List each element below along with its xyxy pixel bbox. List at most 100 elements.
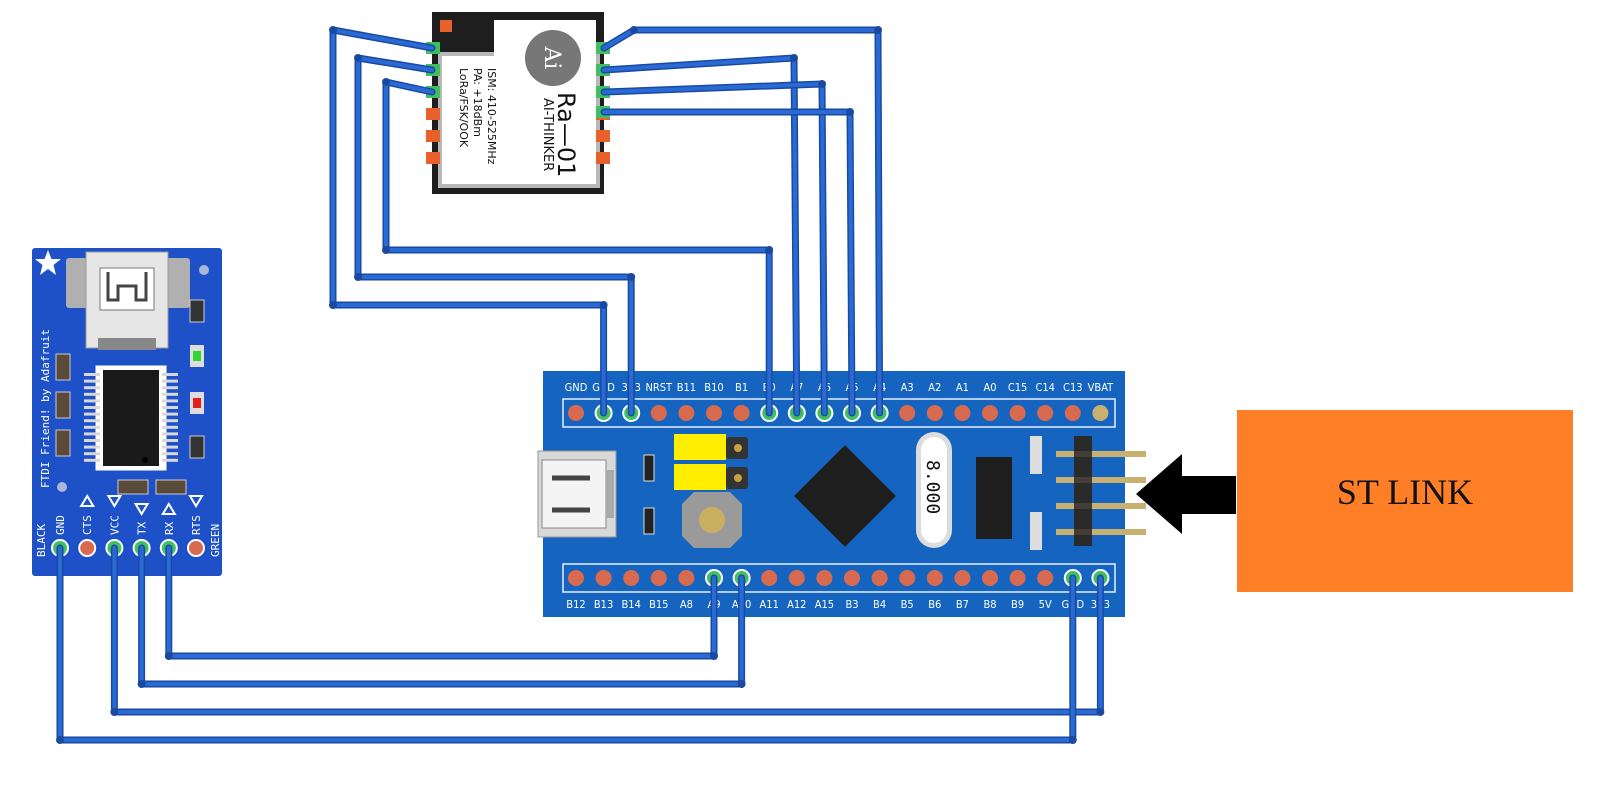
bluepill-bottom-label-b12: B12 (566, 598, 585, 611)
bluepill-bottom-label-b7: B7 (956, 598, 969, 611)
bluepill-bottom-pin-b12 (568, 570, 584, 586)
boot-jumpers (674, 434, 748, 490)
bluepill-bottom-pin-a11 (761, 570, 778, 586)
wires (56, 26, 1105, 744)
bluepill-bottom-label-b3: B3 (845, 598, 858, 611)
ftdi-pin-label-rts: RTS (190, 515, 203, 535)
bluepill-top-pin-c13 (1064, 405, 1081, 421)
ftdi-pin-cts (78, 539, 97, 557)
lora-left-pad (426, 152, 440, 164)
wire-bend-point (382, 78, 390, 86)
ftdi-pin-label-vcc: VCC (108, 515, 121, 535)
bluepill-top-label-a1: A1 (956, 381, 969, 394)
st-link-box: ST LINK (1237, 410, 1573, 592)
lora-ra01-module: Ai Ra—01 AI-THINKER ISM: 410-525MHz PA: … (426, 12, 610, 194)
wire-bend-point (137, 680, 146, 688)
bluepill-bottom-pin-b14 (623, 570, 640, 586)
bluepill-top-pin-b10 (706, 405, 722, 421)
st-link-label: ST LINK (1337, 472, 1473, 512)
ftdi-pin-arrow-down-icon (106, 495, 123, 508)
bluepill-bottom-pin-b6 (926, 570, 943, 586)
bluepill-bottom-label-b8: B8 (983, 598, 996, 611)
usb-connector-icon (537, 450, 617, 538)
bluepill-bottom-pin-b3 (844, 570, 860, 586)
lora-spec-1: ISM: 410-525MHz (485, 68, 498, 165)
bluepill-bottom-pin-b9 (1009, 570, 1026, 586)
wire-bend-point (164, 652, 173, 660)
bluepill-top-label-nrst: NRST (645, 381, 673, 394)
wire-bend-point (630, 26, 638, 34)
lora-left-pad (426, 130, 440, 142)
bluepill-top-label-c13: C13 (1063, 381, 1083, 394)
bluepill-top-pin-b11 (678, 405, 695, 421)
wire-bend-point (818, 80, 826, 88)
bluepill-top-label-gnd: GND (565, 381, 588, 394)
ftdi-brand-text: FTDI Friend! by Adafruit (39, 329, 52, 488)
bluepill-top-label-b11: B11 (677, 381, 696, 394)
ftdi-chip-legs (84, 373, 178, 462)
lora-logo-text: Ai (539, 46, 564, 70)
ftdi-pin-label-tx: TX (136, 521, 149, 535)
ftdi-pin-arrow-down-icon (133, 503, 150, 516)
lora-right-pad (596, 130, 610, 142)
lora-model: Ra—01 (552, 92, 580, 177)
ftdi-side-right-label: GREEN (209, 524, 222, 557)
ai-logo-icon: Ai (525, 30, 581, 86)
ftdi-pin-arrow-up-icon (161, 502, 177, 515)
bluepill-bottom-label-b4: B4 (873, 598, 886, 611)
bluepill-top-label-c15: C15 (1008, 381, 1028, 394)
bluepill-bottom-pin-b4 (871, 570, 888, 586)
bluepill-bottom-pin-b5 (899, 570, 916, 586)
bluepill-top-pin-vbat (1092, 405, 1109, 421)
ftdi-side-left-label: BLACK (35, 524, 48, 557)
ftdi-small-components (55, 299, 205, 495)
wire-bend-point (737, 680, 746, 688)
bluepill-bottom-pin-b7 (954, 570, 971, 586)
wire-bend-point (1096, 708, 1105, 716)
crystal-oscillator: 8.000 (916, 432, 952, 548)
lora-spec-3: LoRa/FSK/OOK (457, 68, 470, 148)
star-logo-icon (35, 250, 61, 275)
wire-9 (139, 546, 744, 686)
bluepill-top-pin-b1 (733, 405, 750, 421)
bluepill-bottom-label-a15: A15 (815, 598, 834, 611)
wire-bend-point (56, 736, 64, 744)
ftdi-pin-label-rx: RX (163, 521, 176, 535)
wire-bend-point (710, 652, 718, 660)
ftdi-pin-arrow-down-icon (188, 495, 204, 508)
bluepill-top-pin-a1 (954, 405, 971, 421)
ftdi-pin-label-cts: CTS (81, 515, 94, 535)
wire-7 (602, 110, 854, 415)
bluepill-bottom-label-5v: 5V (1039, 598, 1052, 611)
ftdi-pin-label-gnd: GND (54, 515, 67, 535)
ftdi-pin-rts (187, 539, 205, 557)
bluepill-bottom-label-b14: B14 (622, 598, 641, 611)
usb-mini-connector-icon (66, 251, 190, 350)
bluepill-bottom-label-b9: B9 (1011, 598, 1024, 611)
wire-bend-point (1068, 736, 1077, 744)
bluepill-bottom-label-a8: A8 (680, 598, 693, 611)
crystal-label: 8.000 (922, 460, 943, 514)
wire-bend-point (627, 273, 636, 281)
wire-bend-point (765, 246, 774, 254)
bluepill-bottom-label-a11: A11 (760, 598, 779, 611)
bluepill-top-label-a2: A2 (928, 381, 941, 394)
wire-4 (602, 28, 882, 415)
wire-bend-point (329, 26, 337, 34)
bluepill-top-pin-c14 (1037, 405, 1054, 421)
lora-right-pad (596, 152, 610, 164)
bluepill-bottom-pin-b15 (650, 570, 667, 586)
ftdi-friend-board: FTDI Friend! by Adafruit BLACK GREEN GND… (32, 248, 222, 576)
regulator-chip (976, 457, 1012, 539)
bluepill-top-pin-a0 (982, 405, 998, 421)
wire-bend-point (354, 54, 362, 62)
bluepill-top-label-b1: B1 (735, 381, 748, 394)
wire-bend-point (599, 301, 608, 309)
bluepill-top-pin-a2 (926, 405, 943, 421)
reset-button (682, 492, 742, 548)
bluepill-top-pin-a3 (899, 405, 916, 421)
lora-left-pad (426, 108, 440, 120)
arrow-left-icon (1136, 454, 1236, 534)
bluepill-bottom-label-b15: B15 (649, 598, 668, 611)
